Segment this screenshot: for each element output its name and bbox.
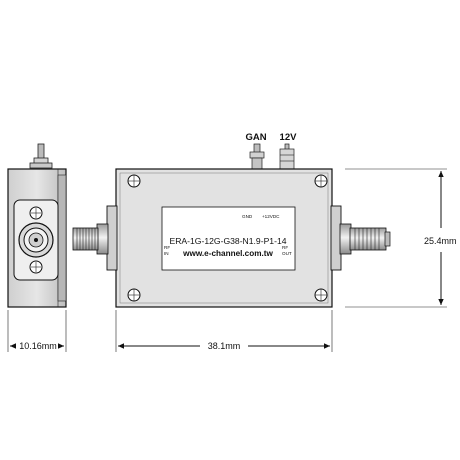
label-rf-in-1: RF [164,245,170,250]
input-flange [106,205,118,271]
mounting-hole-bottom-right [314,288,328,302]
side-pin-base [29,162,53,169]
length-dimension [115,310,333,352]
label-rf-in-2: IN [164,251,169,256]
label-rf-out-1: RF [282,245,288,250]
website-url: www.e-channel.com.tw [182,249,273,258]
mounting-hole-top-left [127,174,141,188]
height-dimension [345,168,447,308]
top-view: GND +12VDC RF IN RF OUT ERA-1G-12G-G38-N… [72,143,391,308]
product-label [161,206,296,271]
length-dimension-label: 38.1mm [208,341,241,351]
side-view [7,143,67,308]
housing-inner-border [119,172,329,304]
side-sma-pin [34,238,38,242]
model-number: ERA-1G-12G-G38-N1.9-P1-14 [169,236,286,246]
side-width-dimension-label: 10.16mm [19,341,57,351]
output-flange [330,205,342,271]
side-width-dimension [7,310,67,352]
label-gnd: GND [242,214,253,219]
v12-pin-label: 12V [280,132,298,143]
label-rf-out-2: OUT [282,251,292,256]
side-housing-rail [57,174,67,302]
input-sma-connector [72,223,109,255]
v12-pin [279,143,295,171]
output-sma-connector [339,223,391,255]
mounting-hole-top-right [314,174,328,188]
label-12vdc: +12VDC [262,214,280,219]
height-dimension-label: 25.4mm [424,236,457,246]
mounting-hole-bottom-left [127,288,141,302]
gan-pin [249,143,265,171]
gan-pin-label: GAN [245,132,266,143]
